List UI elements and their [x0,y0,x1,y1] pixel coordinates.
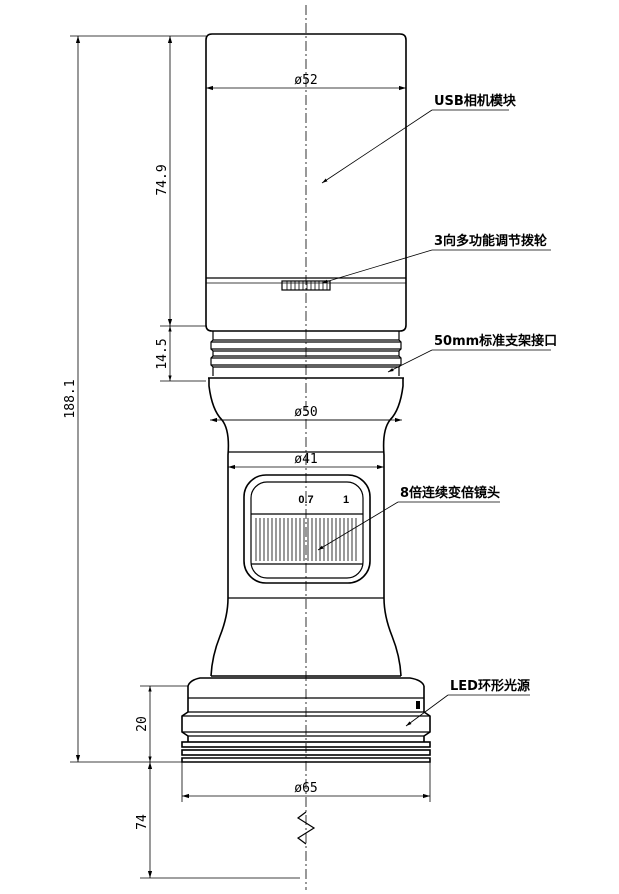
zoom-scale-min: 0.7 [298,494,313,506]
callout-zoom-lens-label: 8倍连续变倍镜头 [400,485,500,501]
callout-usb-camera-label: USB相机模块 [434,93,517,109]
dim-camera-height: 74.9 [155,164,170,195]
camera-module [205,33,407,332]
callout-mount: 50mm标准支架接口 [387,333,557,373]
zoom-window [243,474,371,584]
callout-led-light-label: LED环形光源 [450,678,530,694]
dim-body-diameter: ø41 [294,452,317,467]
dim-working-distance: 74 [135,814,150,830]
break-symbol [296,811,316,845]
zoom-scale-max: 1 [343,494,349,506]
callout-wheel: 3向多功能调节拨轮 [321,233,551,284]
dim-camera-diameter: ø52 [294,73,317,88]
dim-total-height: 188.1 [63,379,78,418]
dim-mount-diameter: ø50 [294,405,317,420]
dim-mount-height: 14.5 [155,338,170,369]
callout-zoom-lens: 8倍连续变倍镜头 [317,485,500,551]
callout-wheel-label: 3向多功能调节拨轮 [434,233,547,249]
led-indicator [416,701,420,709]
dim-light-diameter: ø65 [294,781,317,796]
extension-lines [70,35,300,879]
callout-mount-label: 50mm标准支架接口 [434,333,557,349]
callout-led-light: LED环形光源 [405,678,530,727]
zoom-knurl [255,518,357,561]
dim-light-height: 20 [135,716,150,732]
callout-usb-camera: USB相机模块 [321,93,517,184]
